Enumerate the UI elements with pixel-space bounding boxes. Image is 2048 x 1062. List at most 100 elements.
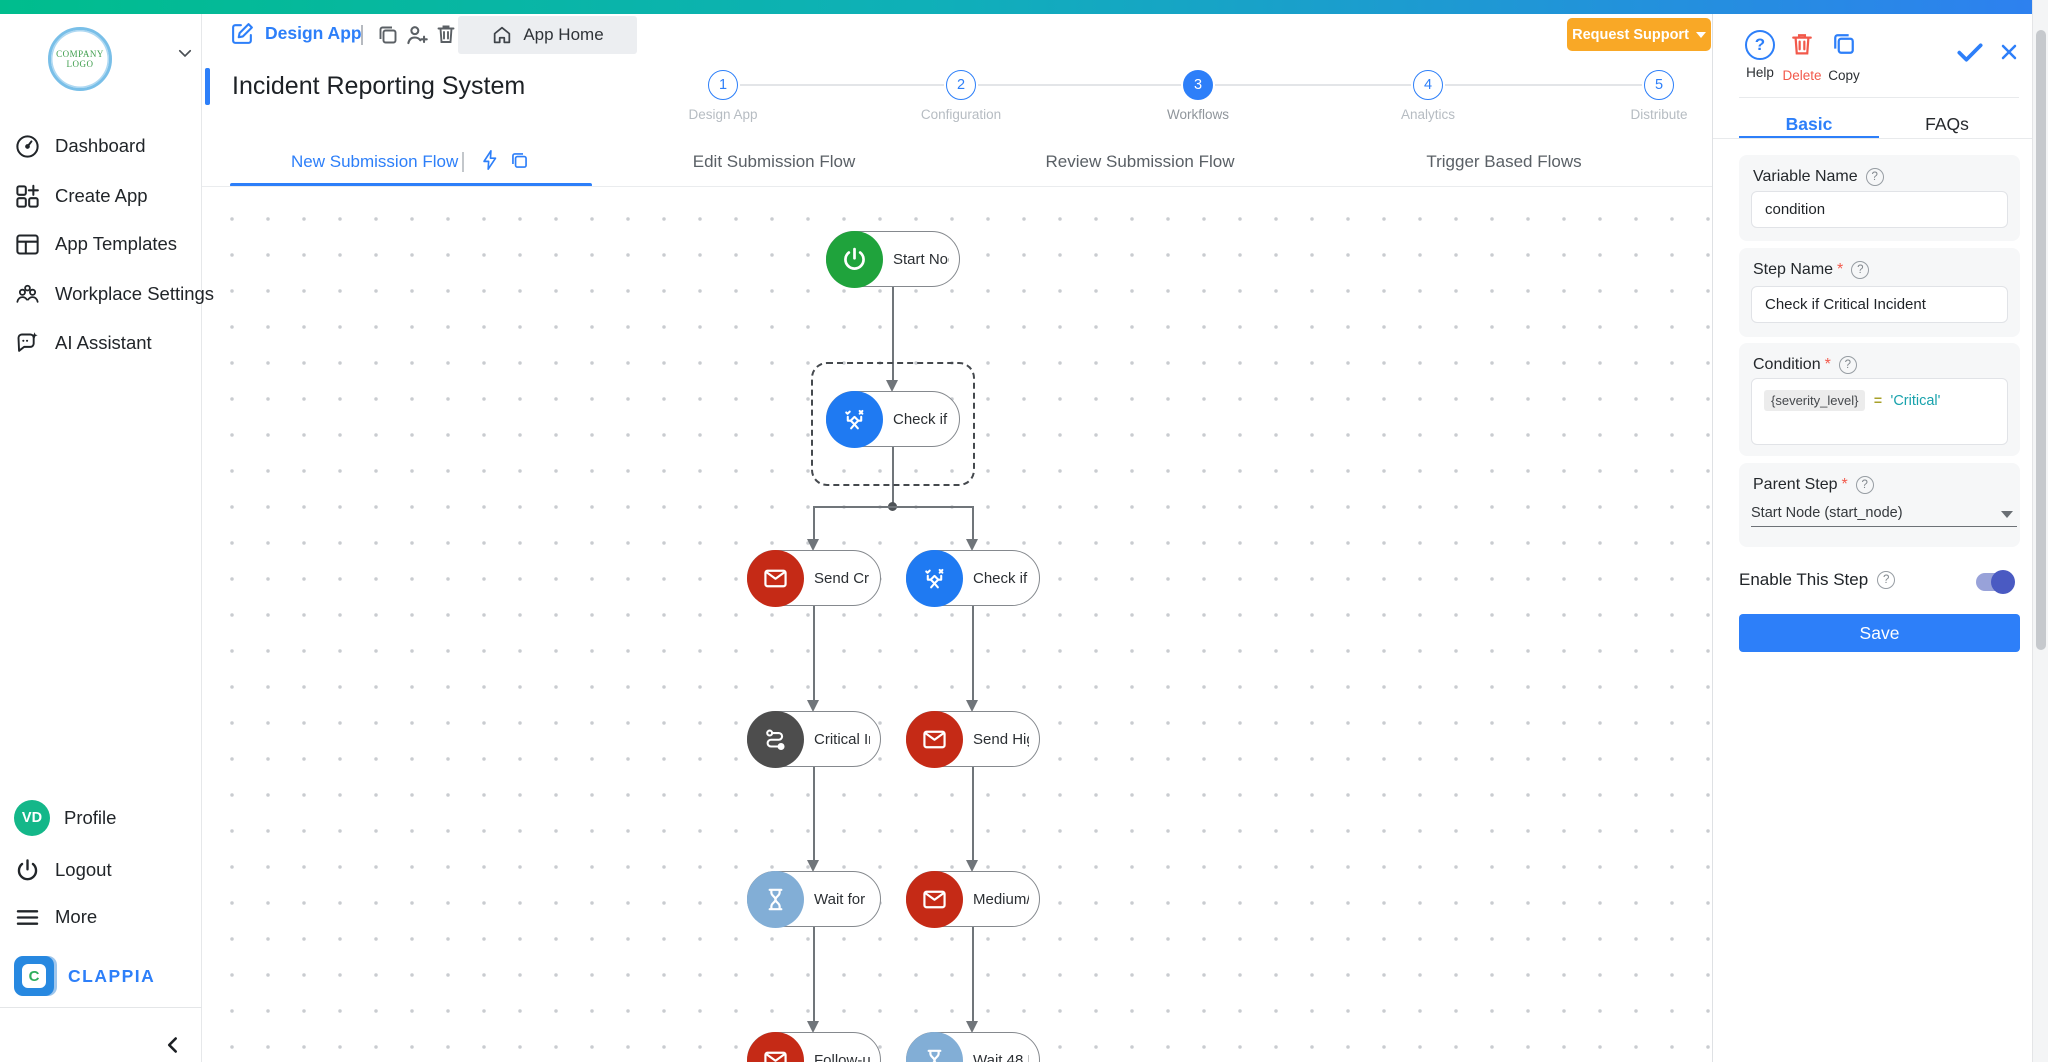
step-circle-workflows[interactable]: 3 — [1183, 70, 1213, 100]
page-scrollbar — [2032, 0, 2048, 1062]
branch-icon — [906, 550, 963, 607]
enable-step-label: Enable This Step ? — [1739, 570, 2020, 590]
app-home-tab[interactable]: App Home — [458, 16, 637, 54]
parent-step-value: Start Node (start_node) — [1751, 505, 1903, 521]
stepper-connector — [978, 84, 1181, 86]
top-gradient-strip — [0, 0, 2048, 14]
flow-node-medium[interactable]: Medium/... — [906, 871, 1040, 928]
connector-arrow — [886, 380, 898, 392]
help-circle-icon[interactable]: ? — [1838, 356, 1857, 374]
step-name-input[interactable]: Check if Critical Incident — [1751, 286, 2008, 323]
flow-node-check-critical[interactable]: Check if ... — [826, 391, 960, 448]
sidebar-item-label: Profile — [64, 807, 117, 828]
flow-node-wait-48h[interactable]: Wait 48 H... — [906, 1032, 1040, 1062]
flow-node-send-critical[interactable]: Send Crit... — [747, 550, 881, 607]
sidebar-item-more[interactable]: More — [14, 897, 97, 937]
parent-step-label: Parent Step ? — [1753, 476, 1874, 494]
email-icon — [747, 550, 804, 607]
enable-step-toggle[interactable] — [1976, 570, 2015, 594]
connector-line — [892, 287, 894, 380]
sidebar-item-label: More — [55, 906, 98, 927]
help-circle-icon[interactable]: ? — [1855, 476, 1874, 494]
help-button[interactable]: ? Help — [1738, 30, 1782, 80]
connector-line — [972, 606, 974, 700]
step-label: Distribute — [1630, 107, 1688, 122]
condition-editor[interactable]: {severity_level} = 'Critical' — [1751, 378, 2008, 445]
copy-step-button[interactable]: Copy — [1822, 30, 1866, 83]
workflow-icon — [747, 711, 804, 768]
save-button[interactable]: Save — [1739, 614, 2020, 652]
connector-line — [813, 506, 973, 508]
step-name-label: Step Name ? — [1753, 261, 1870, 279]
node-label: Send Crit... — [814, 570, 870, 587]
lightning-icon[interactable] — [479, 149, 501, 171]
company-logo[interactable]: COMPANY LOGO — [48, 27, 112, 91]
request-support-button[interactable]: Request Support — [1567, 18, 1711, 51]
design-app-button[interactable]: Design App — [230, 21, 362, 46]
sidebar-brand[interactable]: C CLAPPIA — [14, 956, 155, 996]
condition-label: Condition ? — [1753, 356, 1857, 374]
step-circle-analytics[interactable]: 4 — [1413, 70, 1443, 100]
dashboard-icon — [16, 134, 39, 158]
clappia-logo-icon: C — [14, 956, 54, 996]
node-label: Wait 48 H... — [973, 1052, 1029, 1062]
connector-line — [972, 927, 974, 1021]
duplicate-app-icon[interactable] — [376, 23, 400, 47]
hourglass-icon — [906, 1032, 963, 1062]
panel-divider — [1739, 97, 2019, 98]
tab-edit-submission-flow[interactable]: Edit Submission Flow — [692, 152, 856, 171]
logout-power-icon — [17, 858, 38, 880]
sidebar-item-dashboard[interactable]: Dashboard — [14, 126, 146, 166]
tab-basic[interactable]: Basic — [1785, 114, 1833, 134]
flow-node-wait[interactable]: Wait for ... — [747, 871, 881, 928]
close-icon[interactable] — [1997, 40, 2021, 64]
condition-value: 'Critical' — [1890, 393, 1941, 409]
step-label: Workflows — [1166, 107, 1229, 122]
variable-name-input[interactable]: condition — [1751, 191, 2008, 228]
tab-new-submission-flow[interactable]: New Submission Flow — [291, 152, 459, 171]
workflow-canvas[interactable]: Start Node Check if ... Send Crit... Che… — [202, 187, 1712, 1062]
step-circle-configuration[interactable]: 2 — [946, 70, 976, 100]
variable-name-group: Variable Name ? condition — [1739, 155, 2020, 241]
sidebar-item-workplace-settings[interactable]: Workplace Settings — [14, 274, 214, 314]
confirm-check-icon[interactable] — [1954, 36, 1986, 68]
help-circle-icon[interactable]: ? — [1877, 571, 1896, 589]
sidebar-item-app-templates[interactable]: App Templates — [14, 224, 177, 264]
delete-step-button[interactable]: Delete — [1777, 30, 1827, 83]
flow-node-send-high[interactable]: Send Hig... — [906, 711, 1040, 768]
add-user-icon[interactable] — [404, 22, 430, 48]
sidebar-item-create-app[interactable]: Create App — [14, 176, 148, 216]
flow-node-check-high[interactable]: Check if ... — [906, 550, 1040, 607]
help-circle-icon[interactable]: ? — [1865, 168, 1884, 186]
delete-app-icon[interactable] — [434, 22, 458, 46]
stepper-connector — [1215, 84, 1411, 86]
connector-line — [813, 927, 815, 1021]
sidebar-item-ai-assistant[interactable]: AI Assistant — [14, 323, 152, 363]
request-support-label: Request Support — [1572, 26, 1689, 43]
sidebar-item-profile[interactable]: VD Profile — [14, 798, 116, 838]
connector-line — [813, 606, 815, 700]
connector-arrow — [807, 1021, 819, 1033]
connector-line — [892, 447, 894, 507]
sidebar-item-logout[interactable]: Logout — [14, 850, 112, 890]
tab-faqs[interactable]: FAQs — [1925, 114, 1969, 134]
scrollbar-thumb[interactable] — [2036, 30, 2046, 650]
flow-node-start[interactable]: Start Node — [826, 231, 960, 288]
collapse-sidebar-icon[interactable] — [160, 1032, 186, 1058]
variable-chip[interactable]: {severity_level} — [1764, 390, 1866, 411]
avatar: VD — [14, 800, 50, 836]
help-circle-icon[interactable]: ? — [1851, 261, 1870, 279]
tab-review-submission-flow[interactable]: Review Submission Flow — [1045, 152, 1235, 171]
parent-step-select[interactable]: Start Node (start_node) — [1751, 504, 2017, 528]
select-underline — [1751, 526, 2017, 528]
tab-trigger-based-flows[interactable]: Trigger Based Flows — [1426, 152, 1582, 171]
connector-line — [813, 767, 815, 860]
copy-flow-icon[interactable] — [509, 150, 530, 171]
node-label: Wait for ... — [814, 891, 870, 908]
flow-node-critical-incident[interactable]: Critical In... — [747, 711, 881, 768]
flow-node-followup[interactable]: Follow-u... — [747, 1032, 881, 1062]
node-label: Check if ... — [973, 570, 1029, 587]
chevron-down-icon[interactable] — [176, 44, 194, 62]
step-circle-distribute[interactable]: 5 — [1644, 70, 1674, 100]
step-circle-design-app[interactable]: 1 — [708, 70, 738, 100]
